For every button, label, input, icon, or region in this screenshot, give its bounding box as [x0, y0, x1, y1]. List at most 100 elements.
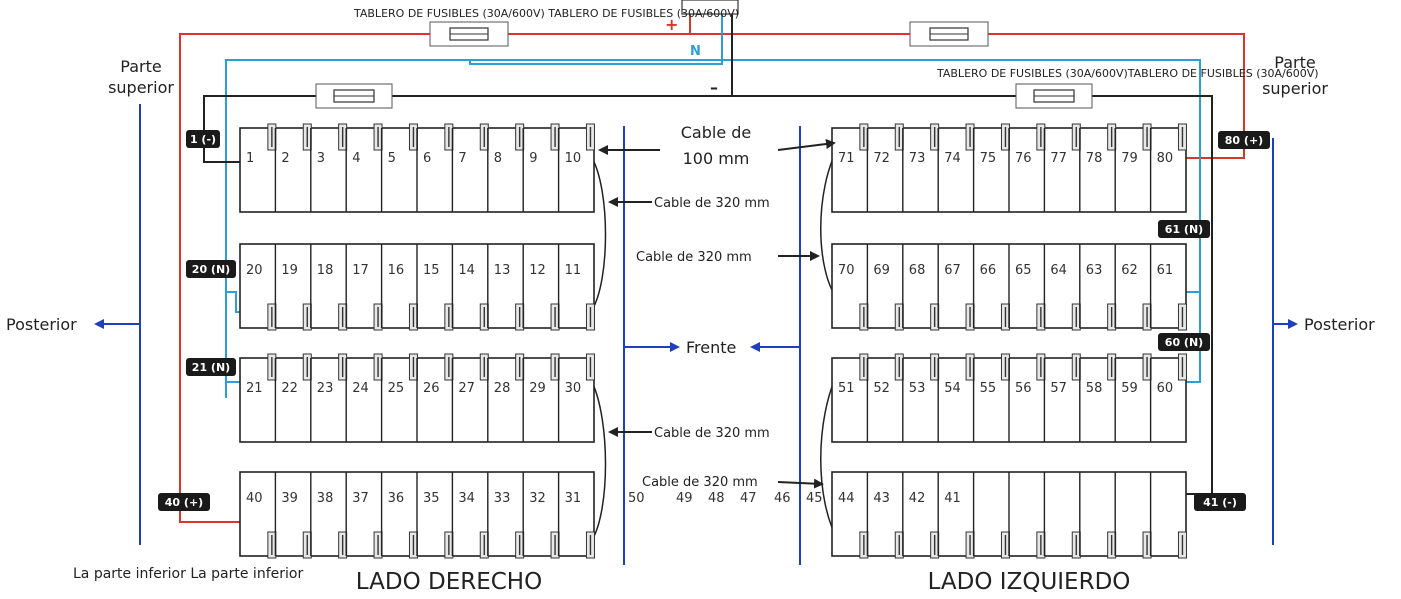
- battery-terminal: [859, 123, 869, 151]
- battery-terminal: [1177, 123, 1187, 151]
- battery-terminal: [267, 353, 277, 381]
- top-right-label-1: Parte: [1274, 53, 1315, 72]
- battery-terminal: [965, 303, 975, 331]
- battery-terminal: [585, 353, 595, 381]
- battery-number: 44: [838, 491, 855, 506]
- battery-number: 69: [873, 263, 890, 278]
- battery-number: 79: [1121, 151, 1138, 166]
- fuse-label-right: TABLERO DE FUSIBLES (30A/600V)TABLERO DE…: [936, 67, 1319, 80]
- battery-terminal: [267, 303, 277, 331]
- rear-left-label: Posterior: [6, 315, 77, 334]
- battery-number: 4: [352, 151, 360, 166]
- battery-terminal: [338, 303, 348, 331]
- battery-terminal: [1036, 303, 1046, 331]
- battery-terminal: [515, 531, 525, 559]
- battery-terminal: [1036, 531, 1046, 559]
- battery-terminal: [1142, 303, 1152, 331]
- battery-terminal: [550, 303, 560, 331]
- battery-number: 56: [1015, 381, 1032, 396]
- battery-number: 62: [1121, 263, 1138, 278]
- battery-terminal: [444, 123, 454, 151]
- battery-terminal: [550, 123, 560, 151]
- battery-number: 77: [1050, 151, 1067, 166]
- battery-number: 51: [838, 381, 855, 396]
- battery-number: 72: [873, 151, 890, 166]
- battery-terminal: [930, 353, 940, 381]
- left-side-title: LADO IZQUIERDO: [928, 569, 1131, 595]
- battery-number: 57: [1050, 381, 1067, 396]
- arrow-cable-100-right: [777, 139, 836, 151]
- battery-number: 67: [944, 263, 961, 278]
- battery-number: 17: [352, 263, 369, 278]
- battery-number: 60: [1157, 381, 1174, 396]
- battery-number: 53: [909, 381, 926, 396]
- top-left-label-1: Parte: [120, 57, 161, 76]
- battery-terminal: [965, 123, 975, 151]
- battery-terminal: [1036, 123, 1046, 151]
- badge-61: 61 (N): [1165, 223, 1203, 236]
- cable-320-label-4: Cable de 320 mm: [642, 475, 758, 490]
- battery-number: 35: [423, 491, 440, 506]
- battery-number: 47: [740, 491, 757, 506]
- battery-number: 36: [388, 491, 405, 506]
- battery-terminal: [302, 303, 312, 331]
- battery-terminal: [894, 353, 904, 381]
- jumper-10-11: [591, 157, 607, 311]
- battery-terminal: [1142, 123, 1152, 151]
- battery-terminal: [585, 531, 595, 559]
- battery-terminal: [444, 303, 454, 331]
- battery-number: 23: [317, 381, 334, 396]
- battery-number: 21: [246, 381, 263, 396]
- battery-terminal: [1177, 531, 1187, 559]
- badge-1: 1 (-): [190, 133, 216, 146]
- battery-terminal: [373, 531, 383, 559]
- battery-terminal: [1000, 531, 1010, 559]
- battery-number: 48: [708, 491, 725, 506]
- jumper-51-45: [820, 371, 839, 541]
- battery-terminal: [479, 303, 489, 331]
- battery-terminal: [479, 531, 489, 559]
- battery-terminal: [550, 353, 560, 381]
- battery-terminal: [338, 353, 348, 381]
- minus-sign: –: [710, 78, 718, 97]
- battery-number: 42: [909, 491, 926, 506]
- battery-number: 1: [246, 151, 254, 166]
- battery-number: 54: [944, 381, 961, 396]
- battery-terminal: [408, 123, 418, 151]
- battery-number: 6: [423, 151, 431, 166]
- battery-terminal: [444, 353, 454, 381]
- battery-number: 68: [909, 263, 926, 278]
- battery-number: 74: [944, 151, 961, 166]
- main-terminal-block: [681, 0, 739, 15]
- battery-number: 50: [628, 491, 645, 506]
- plus-sign: +: [665, 15, 678, 34]
- neutral-cable: [225, 59, 1201, 398]
- battery-number: 61: [1157, 263, 1174, 278]
- badge-21: 21 (N): [192, 361, 230, 374]
- battery-terminal: [1071, 303, 1081, 331]
- battery-number: 34: [458, 491, 475, 506]
- battery-terminal: [1000, 353, 1010, 381]
- battery-terminal: [515, 123, 525, 151]
- battery-number: 8: [494, 151, 502, 166]
- cable-100-label-2: 100 mm: [683, 149, 750, 168]
- battery-number: 78: [1086, 151, 1103, 166]
- battery-terminal: [550, 531, 560, 559]
- terminal-badges: 1 (-) 20 (N) 21 (N) 40 (+) 80 (+) 61 (N)…: [158, 130, 1270, 511]
- battery-number: 75: [980, 151, 997, 166]
- battery-terminal: [585, 303, 595, 331]
- battery-number: 11: [565, 263, 582, 278]
- battery-terminal: [1177, 303, 1187, 331]
- battery-number: 32: [529, 491, 546, 506]
- battery-terminal: [1142, 353, 1152, 381]
- battery-terminal: [479, 353, 489, 381]
- battery-number: 3: [317, 151, 325, 166]
- battery-terminal: [515, 303, 525, 331]
- battery-number: 22: [281, 381, 298, 396]
- battery-terminal: [1107, 353, 1117, 381]
- fuse-boxes: [315, 0, 1093, 109]
